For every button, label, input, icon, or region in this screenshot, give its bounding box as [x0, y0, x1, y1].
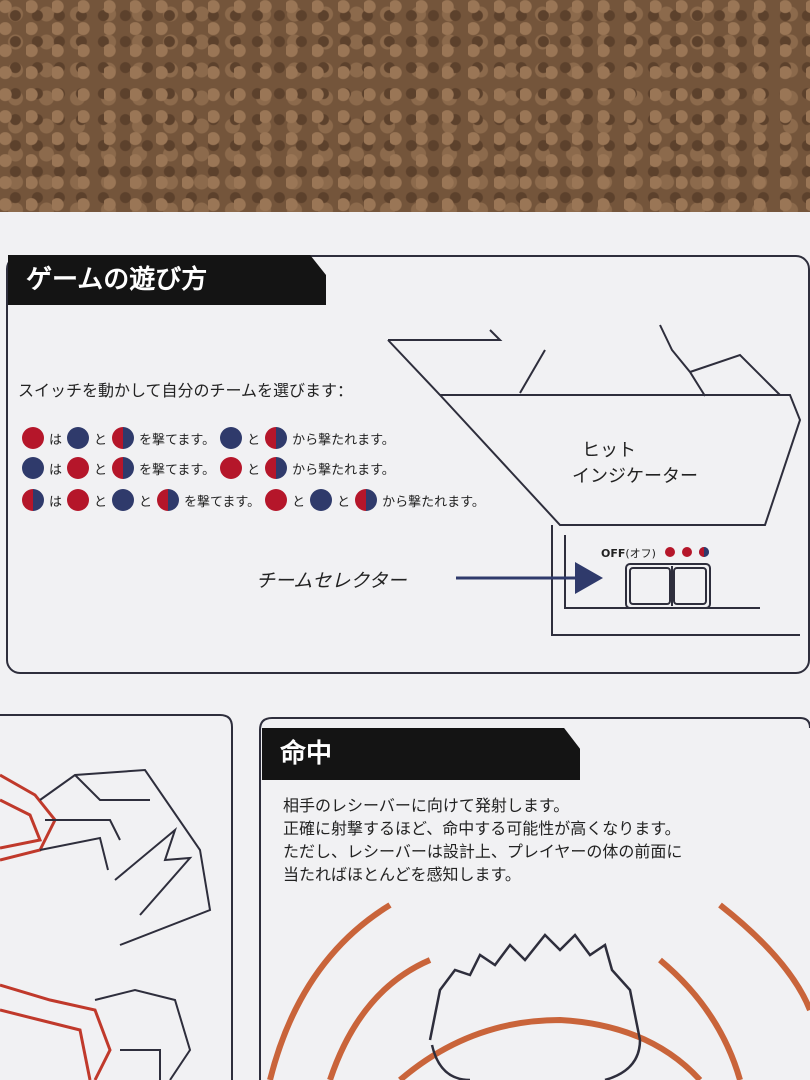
off-kana: (オフ)	[625, 547, 656, 560]
half-team-dot	[112, 457, 135, 479]
rule-text: を撃てます。	[184, 494, 261, 510]
half-team-dot	[22, 489, 44, 511]
team-selector-label: チームセレクター	[256, 570, 407, 592]
hit-line-2: 正確に射撃するほど、命中する可能性が高くなります。	[283, 819, 681, 838]
team-rule-row: は と を撃てます。 と から撃たれます。	[20, 426, 398, 450]
team-rule-row: は と を撃てます。 と から撃たれます。	[20, 456, 398, 480]
red-team-dot	[265, 489, 288, 511]
rule-text: と	[94, 494, 108, 510]
hit-indicator-label-2: インジケーター	[572, 466, 698, 487]
rule-text: と	[94, 462, 108, 478]
half-team-dot	[355, 489, 378, 511]
rule-text: と	[337, 494, 351, 510]
red-team-dot	[220, 457, 243, 479]
hit-range-rings	[267, 902, 810, 1080]
off-text: OFF	[601, 547, 626, 560]
team-rule-row: は と と を撃てます。 と と から撃たれます。	[20, 488, 488, 512]
blue-team-dot	[220, 427, 243, 449]
rule-text: は	[49, 432, 63, 448]
howto-intro: スイッチを動かして自分のチームを選びます：	[18, 381, 354, 400]
right-panel-border	[259, 717, 810, 731]
hit-indicator-label-1: ヒット	[582, 440, 636, 461]
half-team-dot	[265, 427, 288, 449]
half-team-dot	[265, 457, 288, 479]
arrow-icon	[456, 562, 603, 594]
hit-line-1: 相手のレシーバーに向けて発射します。	[283, 796, 570, 815]
rule-text: は	[49, 494, 63, 510]
rule-text: と	[292, 494, 306, 510]
rule-text: から撃たれます。	[292, 462, 395, 478]
blue-team-dot	[310, 489, 333, 511]
off-label: OFF(オフ)	[601, 545, 656, 561]
sensor-diagram	[39, 768, 212, 1080]
rule-text: と	[247, 462, 261, 478]
rule-text: と	[94, 432, 108, 448]
rule-text: から撃たれます。	[292, 432, 395, 448]
red-team-dot	[67, 457, 90, 479]
carpet-background	[0, 0, 810, 250]
rule-text: から撃たれます。	[382, 494, 485, 510]
target-diagram	[0, 773, 112, 1080]
howto-title: ゲームの遊び方	[8, 255, 326, 305]
half-team-dot	[112, 427, 135, 449]
hit-description: 相手のレシーバーに向けて発射します。 正確に射撃するほど、命中する可能性が高くな…	[283, 792, 682, 884]
half-team-dot	[157, 489, 180, 511]
rule-text: は	[49, 462, 63, 478]
howto-panel	[6, 255, 810, 674]
rule-text: と	[247, 432, 261, 448]
player-face-drawing	[428, 933, 642, 1080]
hit-line-3: ただし、レシーバーは設計上、プレイヤーの体の前面に	[283, 842, 683, 861]
red-team-dot	[22, 427, 44, 449]
hit-line-4: 当たればほとんどを感知します。	[283, 865, 521, 884]
blue-team-dot	[67, 427, 90, 449]
left-panel-border	[0, 714, 233, 1080]
blue-team-dot	[112, 489, 135, 511]
hit-title: 命中	[262, 728, 580, 780]
rule-text: を撃てます。	[139, 432, 216, 448]
blue-team-dot	[22, 457, 44, 479]
rule-text: を撃てます。	[139, 462, 216, 478]
rule-text: と	[139, 494, 153, 510]
red-team-dot	[67, 489, 90, 511]
